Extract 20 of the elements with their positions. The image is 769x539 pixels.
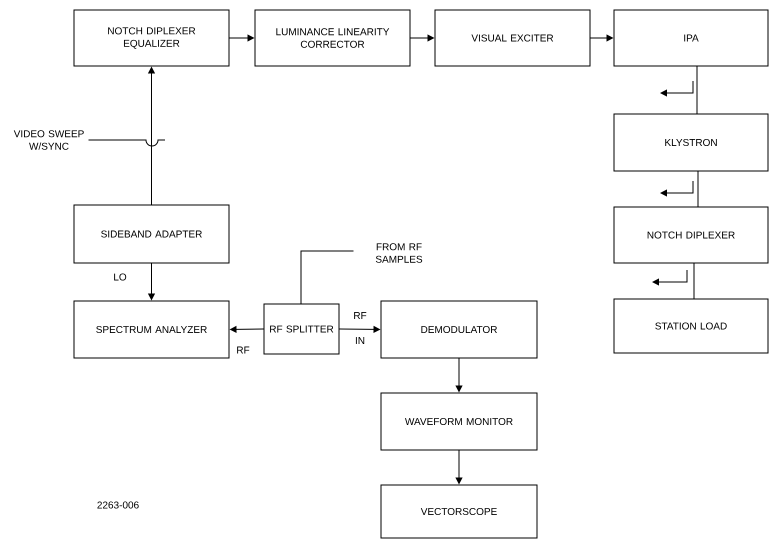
edge-label: RF IN <box>354 312 366 344</box>
block-box: RF SPLITTER <box>264 304 340 354</box>
signal-text: FROM RF SAMPLES <box>376 243 422 263</box>
signal-text: VIDEO SWEEP W/SYNC <box>14 130 84 150</box>
figure-number: 2263-006 <box>97 501 139 509</box>
block-box: NOTCH DIPLEXER EQUALIZER <box>74 10 230 66</box>
edge-label: LO <box>114 273 126 281</box>
block-box: IPA <box>614 10 768 66</box>
block-box: KLYSTRON <box>614 114 768 172</box>
block-box: SIDEBAND ADAPTER <box>74 204 230 264</box>
block-box: VECTORSCOPE <box>380 484 538 538</box>
block-box: NOTCH DIPLEXER <box>614 206 768 264</box>
block-box: SPECTRUM ANALYZER <box>74 300 230 358</box>
block-box: WAVEFORM MONITOR <box>380 392 538 450</box>
block-box: LUMINANCE LINEARITY CORRECTOR <box>254 10 410 66</box>
crossing-line <box>88 140 166 146</box>
block-box: DEMODULATOR <box>380 300 538 358</box>
edge-label: RF <box>237 346 250 354</box>
block-box: STATION LOAD <box>614 298 768 354</box>
block-box: VISUAL EXCITER <box>434 10 590 66</box>
